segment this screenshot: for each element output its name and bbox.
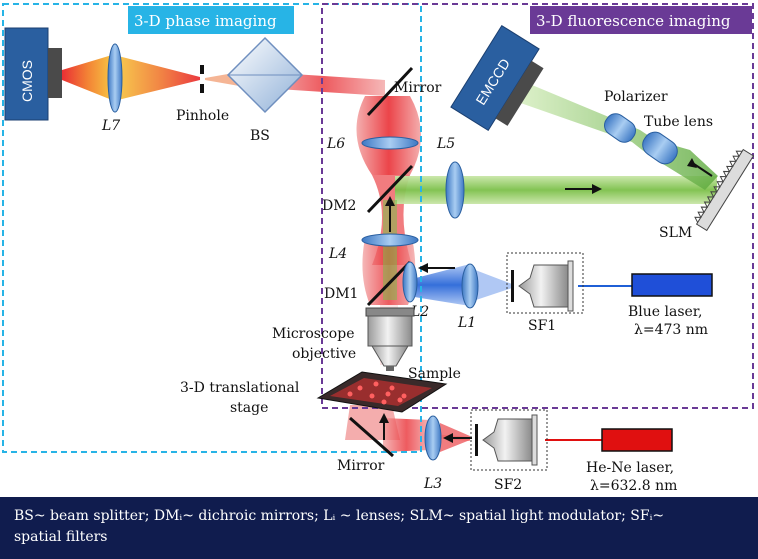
bs-label: BS [250, 128, 270, 144]
blue-laser-icon [631, 273, 713, 297]
lens-l2-icon [402, 261, 418, 303]
cmos-camera-icon: CMOS [4, 27, 62, 121]
caption-bar: BS~ beam splitter; DMᵢ~ dichroic mirrors… [0, 497, 758, 559]
l3-label: L3 [423, 476, 442, 492]
tube-lens-icon [642, 131, 678, 165]
spatial-filter-sf2-icon [470, 409, 548, 471]
caption-line2: spatial filters [14, 529, 108, 545]
phase-imaging-box [2, 3, 422, 453]
microscope-objective-icon [365, 307, 415, 371]
sample-label: Sample [408, 366, 461, 382]
l2-label: L2 [410, 304, 429, 320]
pinhole-label: Pinhole [176, 108, 229, 124]
polarizer-label: Polarizer [604, 89, 668, 105]
l1-label: L1 [457, 315, 476, 331]
sample-stage-icon [316, 371, 448, 413]
fluorescence-imaging-title-bg [530, 6, 752, 34]
lens-l6-icon [361, 136, 419, 150]
spatial-filter-sf1-icon [506, 252, 584, 314]
sf2-label: SF2 [494, 477, 522, 493]
right-arrow-icon [565, 184, 602, 194]
dichroic-mirror-dm2-icon [366, 164, 414, 214]
objective-label-line2: objective [292, 346, 356, 362]
hene-laser-icon [601, 428, 673, 452]
top-mirror-icon [366, 66, 414, 117]
fluorescence-imaging-title: 3-D fluorescence imaging [536, 12, 731, 30]
pinhole-icon [200, 65, 204, 93]
up-arrow-icon [385, 196, 395, 232]
slm-icon [694, 148, 755, 232]
mirror-bottom-label: Mirror [337, 458, 385, 474]
slm-label: SLM [659, 225, 692, 241]
lens-l4-icon [361, 233, 419, 247]
cmos-label: CMOS [19, 60, 35, 102]
stage-label-line2: stage [230, 400, 268, 416]
l5-label: L5 [436, 136, 455, 152]
up-arrow-bottom-icon [379, 413, 389, 440]
bottom-mirror-icon [349, 416, 394, 458]
phase-imaging-title-bg [128, 6, 294, 34]
emccd-camera-icon: EMCCD [450, 24, 544, 132]
hene-laser-label-line1: He-Ne laser, [586, 460, 674, 476]
lens-l5-icon [445, 161, 465, 219]
left-arrow-bottom-icon [443, 433, 472, 443]
lens-l7-icon [107, 43, 123, 113]
diagonal-arrow-icon [687, 158, 713, 177]
fluorescence-imaging-box [321, 3, 754, 409]
blue-beam-excitation-path [408, 264, 632, 306]
blue-laser-label-line2: λ=473 nm [634, 322, 708, 338]
caption-line1: BS~ beam splitter; DMᵢ~ dichroic mirrors… [14, 508, 665, 524]
hene-laser-label-line2: λ=632.8 nm [590, 478, 677, 494]
lens-l1-icon [461, 263, 479, 309]
dm2-label: DM2 [322, 198, 356, 214]
beam-splitter-icon [226, 36, 304, 114]
objective-label-line1: Microscope [272, 326, 354, 342]
lens-l3-icon [424, 415, 442, 461]
sf1-label: SF1 [528, 318, 556, 334]
dichroic-mirror-dm1-icon [366, 260, 412, 307]
l6-label: L6 [326, 136, 345, 152]
blue-laser-label-line1: Blue laser, [628, 304, 702, 320]
l4-label: L4 [328, 246, 347, 262]
tube-lens-label: Tube lens [644, 114, 713, 130]
dm1-label: DM1 [324, 286, 358, 302]
l7-label: L7 [101, 118, 120, 134]
phase-imaging-title: 3-D phase imaging [134, 12, 277, 30]
left-arrow-icon [418, 263, 455, 273]
polarizer-icon [604, 113, 636, 143]
stage-label-line1: 3-D translational [180, 380, 300, 396]
mirror-top-label: Mirror [394, 80, 442, 96]
